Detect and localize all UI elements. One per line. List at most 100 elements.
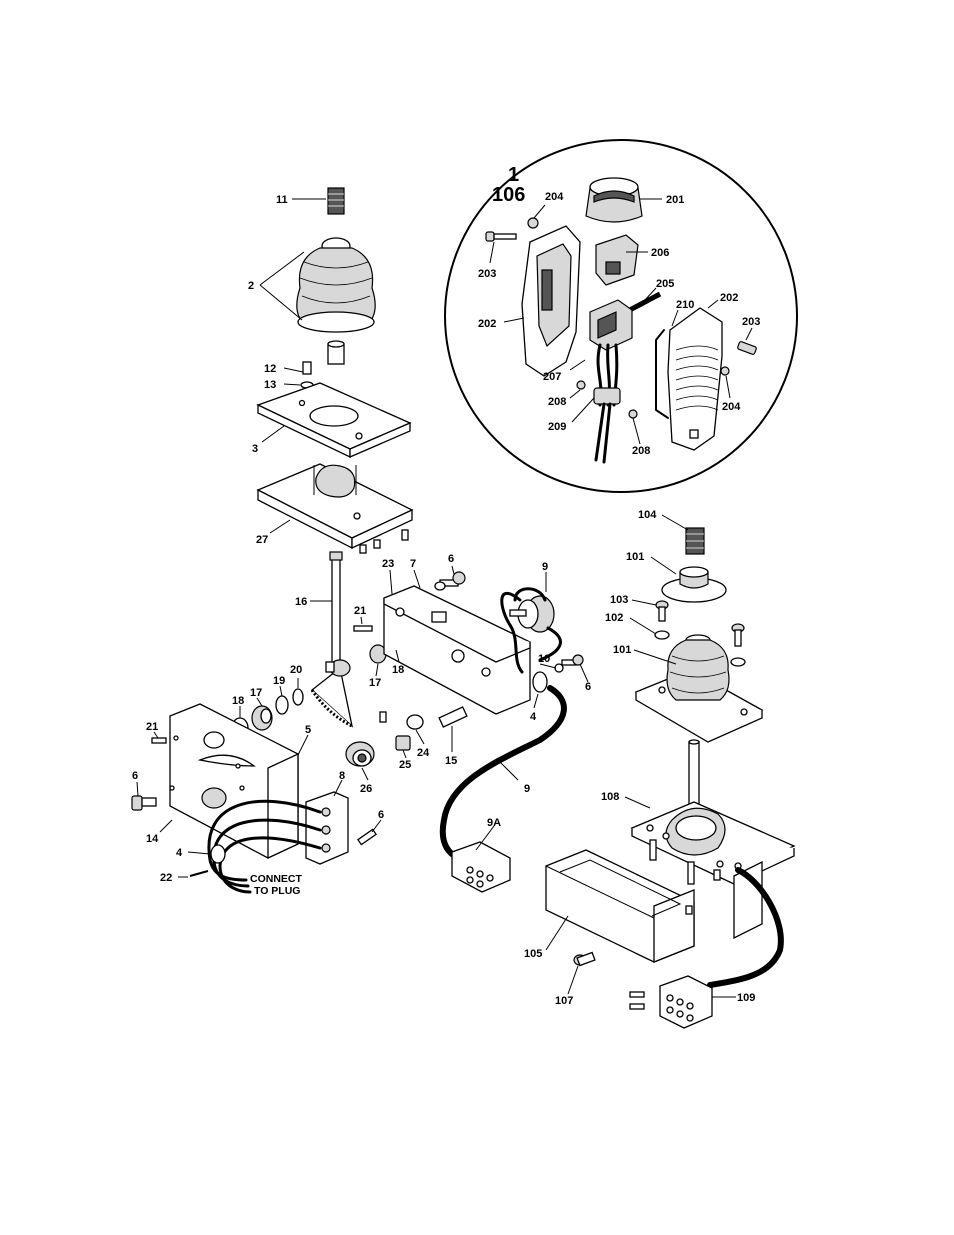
callout: 11 (276, 194, 288, 206)
bearing-17-left (252, 706, 272, 730)
mounting-plate-7 (384, 586, 530, 714)
gear-26 (346, 742, 374, 766)
inset-label-bottom: 106 (492, 184, 525, 206)
plug-9A (452, 842, 510, 892)
nut-204-right (721, 367, 729, 375)
callout: 9A (487, 817, 501, 829)
callout: 10 (538, 653, 550, 665)
screw-6-lower (358, 829, 376, 844)
connector-109 (630, 976, 712, 1028)
cap-101 (662, 567, 726, 602)
callout: 13 (264, 379, 276, 391)
callout: 23 (382, 558, 394, 570)
screw-12 (303, 362, 311, 374)
washer-102 (655, 631, 669, 639)
shaft-108 (689, 742, 699, 806)
callout: 4 (530, 711, 537, 723)
screw-6-left (132, 796, 156, 810)
callout: 26 (360, 783, 372, 795)
callout: 6 (448, 553, 454, 565)
callout: 107 (555, 995, 573, 1007)
screw-203-left (486, 232, 516, 241)
callout: 202 (720, 292, 738, 304)
callout: 2 (248, 280, 254, 292)
callout: 21 (354, 605, 366, 617)
callout: 7 (410, 558, 416, 570)
callout: 103 (610, 594, 628, 606)
callout: 3 (252, 443, 258, 455)
callout: 204 (722, 401, 741, 413)
washer-24 (407, 715, 423, 729)
callout: 105 (524, 948, 542, 960)
callout: 9 (524, 783, 530, 795)
callout: 104 (638, 509, 657, 521)
callout: 108 (601, 791, 619, 803)
sector-gear (312, 660, 352, 726)
side-plate-5 (170, 704, 298, 858)
switch-206 (596, 235, 638, 285)
setscrew-208-b (629, 410, 637, 418)
plate-27 (258, 464, 412, 553)
callout: 101 (613, 644, 631, 656)
callout: 201 (666, 194, 684, 206)
callout: 18 (392, 664, 404, 676)
switch-207 (590, 300, 632, 350)
callout: 206 (651, 247, 669, 259)
callout: 205 (656, 278, 674, 290)
callout: 203 (478, 268, 496, 280)
connect-note-line1: CONNECT (250, 873, 303, 885)
right-assembly (546, 515, 794, 1028)
shaft-16 (330, 552, 342, 668)
ring-20 (293, 689, 303, 705)
callout: 21 (146, 721, 158, 733)
callout: 207 (543, 371, 561, 383)
spring-104 (686, 528, 704, 554)
nut-204-top (528, 218, 538, 228)
screw-6-right (562, 655, 583, 665)
callout: 204 (545, 191, 564, 203)
lug-4-left (211, 845, 225, 863)
callout: 25 (399, 759, 411, 771)
spacer-15 (439, 707, 467, 727)
callout: 203 (742, 316, 760, 328)
callout: 101 (626, 551, 644, 563)
callout: 27 (256, 534, 268, 546)
screw-103-b (732, 624, 744, 646)
setscrew-208-a (577, 381, 585, 389)
callout: 24 (417, 747, 430, 759)
screw-103 (656, 601, 668, 621)
handle-half-202-left (522, 226, 580, 376)
callout: 208 (548, 396, 566, 408)
knob-201 (586, 178, 642, 222)
callout: 109 (737, 992, 755, 1004)
callout: 4 (176, 847, 183, 859)
callout: 20 (290, 664, 302, 676)
screw-6-top (435, 572, 465, 590)
callout: 6 (378, 809, 384, 821)
screw-22 (190, 871, 208, 876)
housing-105 (546, 850, 694, 962)
wire-bundle-209 (594, 345, 620, 462)
callout: 102 (605, 612, 623, 624)
washer-102-b (731, 658, 745, 666)
callout: 15 (445, 755, 457, 767)
boot-101 (636, 635, 762, 742)
plate-3 (258, 383, 410, 457)
callout: 8 (339, 770, 345, 782)
pin-21-left (152, 738, 166, 743)
callout: 17 (369, 677, 381, 689)
handle-half-202-right (668, 308, 722, 450)
spring-clip-210 (656, 330, 668, 418)
screw-107 (574, 953, 595, 966)
callout: 19 (273, 675, 285, 687)
screw-203-right (737, 341, 757, 355)
callout: 22 (160, 872, 172, 884)
callout: 202 (478, 318, 496, 330)
washer-19 (276, 696, 288, 714)
callout: 5 (305, 724, 311, 736)
inset-label-top: 1 (508, 164, 519, 186)
callout: 209 (548, 421, 566, 433)
callout: 6 (132, 770, 138, 782)
callout: 12 (264, 363, 276, 375)
